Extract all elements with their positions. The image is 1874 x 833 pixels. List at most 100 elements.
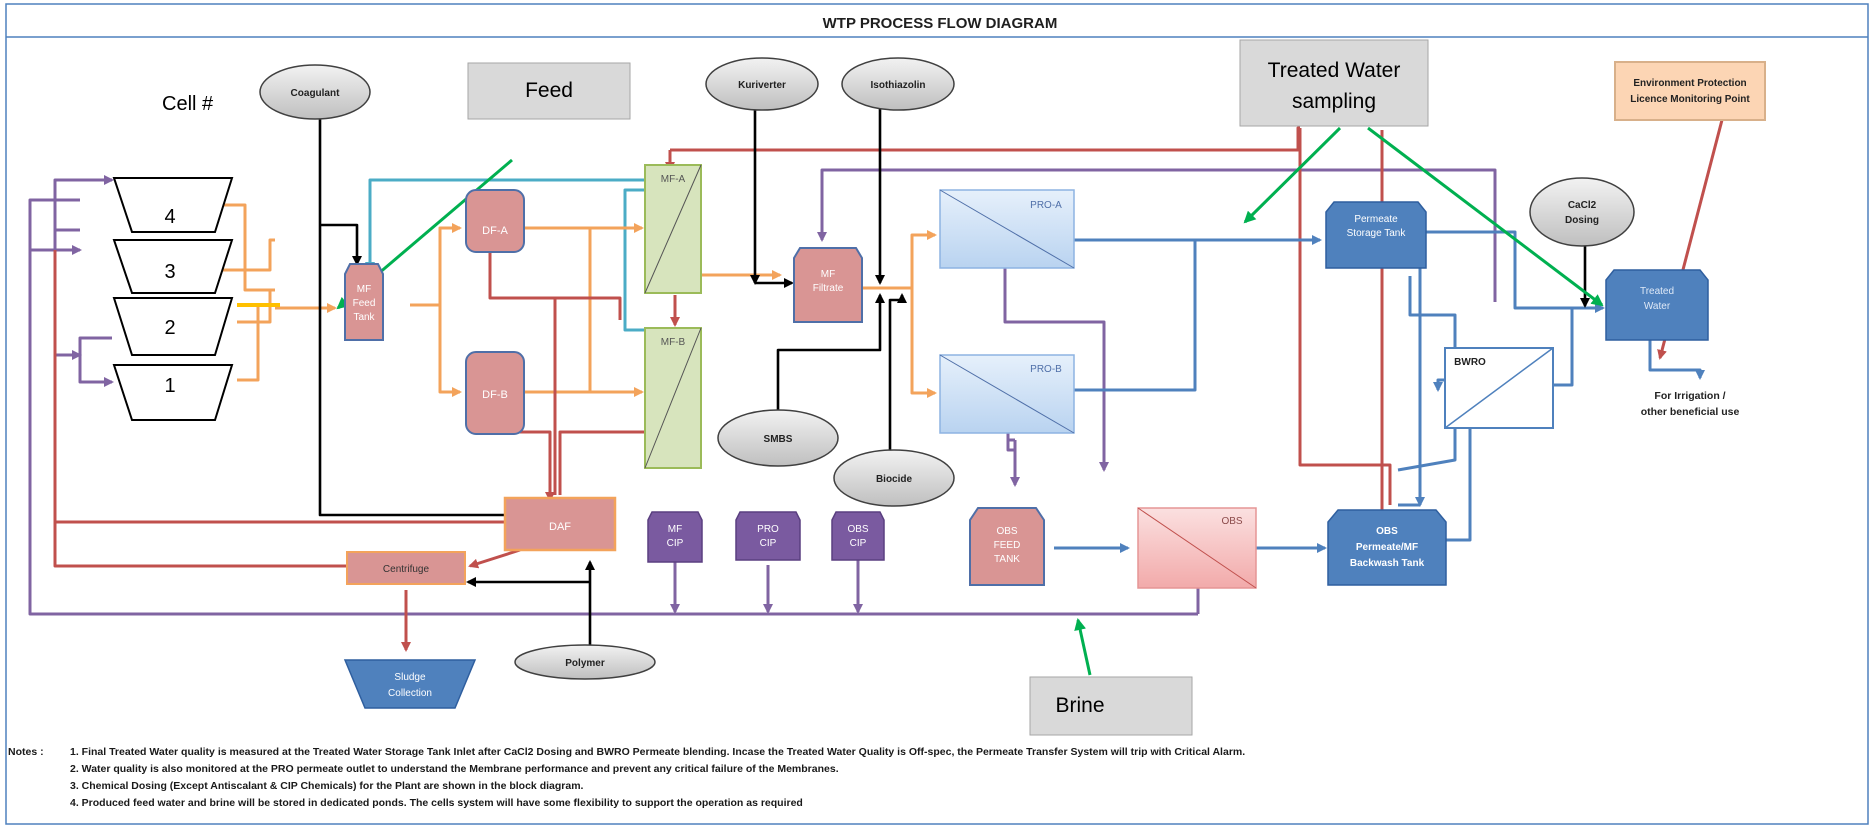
treated-sampling-label-1: Treated Water bbox=[1268, 59, 1401, 82]
treated-sampling-callout bbox=[1239, 39, 1429, 127]
sludge-collection bbox=[343, 659, 477, 709]
obs-label: OBS bbox=[1221, 516, 1242, 527]
mf-filtrate-label-1: MF bbox=[821, 269, 835, 280]
cell-1-number: 1 bbox=[164, 375, 175, 397]
epl-monitoring-point bbox=[1614, 61, 1766, 121]
obs-permeate-label-2: Permeate/MF bbox=[1356, 542, 1418, 553]
note-4: 4. Produced feed water and brine will be… bbox=[70, 797, 803, 809]
obs-cip-label-1: OBS bbox=[847, 524, 868, 535]
cells-group bbox=[112, 177, 234, 421]
obs-permeate-label-3: Backwash Tank bbox=[1350, 558, 1425, 569]
mf-a-diagonal bbox=[644, 164, 702, 294]
cacl2-dosing bbox=[1529, 177, 1635, 247]
note-3: 3. Chemical Dosing (Except Antiscalant &… bbox=[70, 780, 584, 792]
mf-feed-tank bbox=[344, 263, 384, 341]
note-1: 1. Final Treated Water quality is measur… bbox=[70, 746, 1246, 758]
df-a-label: DF-A bbox=[482, 225, 508, 237]
treated-water-label-1: Treated bbox=[1640, 286, 1674, 297]
biocide-dosing bbox=[833, 449, 955, 507]
isothiazolin-label: Isothiazolin bbox=[871, 80, 926, 91]
obs-feed-tank-label-3: TANK bbox=[994, 554, 1020, 565]
kuriverter-label: Kuriverter bbox=[738, 80, 786, 91]
cell-4-number: 4 bbox=[164, 206, 175, 228]
note-2: 2. Water quality is also monitored at th… bbox=[70, 763, 839, 775]
cell-3 bbox=[112, 239, 234, 294]
cell-4 bbox=[112, 177, 234, 233]
centrifuge-unit bbox=[346, 551, 466, 585]
mf-feed-tank-label-2: Feed bbox=[353, 298, 376, 309]
pro-cip-label-2: CIP bbox=[760, 538, 777, 549]
notes-label: Notes : bbox=[8, 746, 44, 758]
pro-a-diagonal bbox=[939, 189, 1075, 269]
cacl2-label-line2: Dosing bbox=[1565, 215, 1599, 226]
brine-callout-label: Brine bbox=[1055, 694, 1104, 717]
cell-label: Cell # bbox=[162, 93, 214, 115]
sludge-label-2: Collection bbox=[388, 688, 432, 699]
smbs-dosing bbox=[717, 409, 839, 467]
brine-return-lines bbox=[28, 168, 1497, 616]
irrigation-label-2: other beneficial use bbox=[1641, 406, 1740, 418]
polymer-label: Polymer bbox=[565, 658, 605, 669]
irrigation-label-1: For Irrigation / bbox=[1654, 390, 1725, 402]
mf-a-label: MF-A bbox=[661, 174, 686, 185]
bwro-diagonal bbox=[1444, 347, 1554, 429]
mf-feed-tank-label-3: Tank bbox=[353, 312, 375, 323]
outer-frame bbox=[5, 3, 1869, 825]
obs-feed-tank bbox=[969, 507, 1045, 586]
coagulant-dosing bbox=[259, 64, 371, 120]
isothiazolin-dosing bbox=[841, 57, 955, 111]
polymer-dosing bbox=[514, 644, 656, 680]
centrifuge-label: Centrifuge bbox=[383, 564, 430, 575]
pro-b-diagonal bbox=[939, 354, 1075, 434]
cell-2 bbox=[112, 297, 234, 356]
biocide-label: Biocide bbox=[876, 474, 913, 485]
permeate-storage-label-2: Storage Tank bbox=[1347, 228, 1407, 239]
obs-feed-tank-label-2: FEED bbox=[994, 540, 1021, 551]
feed-callout bbox=[467, 62, 631, 120]
df-b-label: DF-B bbox=[482, 389, 508, 401]
obs-cip-tank bbox=[831, 511, 885, 561]
permeate-storage-label-1: Permeate bbox=[1354, 214, 1398, 225]
obs-permeate-label-1: OBS bbox=[1376, 526, 1398, 537]
mf-filtrate-tank bbox=[793, 247, 863, 323]
brine-callout bbox=[1029, 676, 1193, 736]
cell-2-number: 2 bbox=[164, 317, 175, 339]
obs-feed-tank-label-1: OBS bbox=[996, 526, 1017, 537]
epl-label-2: Licence Monitoring Point bbox=[1630, 94, 1750, 105]
pro-b-label: PRO-B bbox=[1030, 364, 1062, 375]
obs-diagonal bbox=[1137, 507, 1257, 589]
dosing-lines bbox=[318, 100, 1590, 650]
treated-water-tank bbox=[1605, 269, 1709, 341]
sludge-label-1: Sludge bbox=[394, 672, 426, 683]
mf-b-diagonal bbox=[644, 327, 702, 469]
pro-cip-tank bbox=[735, 511, 801, 561]
mf-feed-tank-label-1: MF bbox=[357, 284, 371, 295]
cell-1 bbox=[112, 364, 234, 421]
permeate-storage-tank bbox=[1325, 201, 1427, 269]
df-a-unit bbox=[465, 189, 525, 253]
mf-cip-label-2: CIP bbox=[667, 538, 684, 549]
mf-cip-label-1: MF bbox=[668, 524, 682, 535]
daf-unit bbox=[503, 496, 617, 552]
kuriverter-dosing bbox=[705, 57, 819, 111]
treated-sampling-label-2: sampling bbox=[1292, 90, 1376, 113]
pro-cip-label-1: PRO bbox=[757, 524, 779, 535]
feed-callout-label: Feed bbox=[525, 79, 573, 102]
daf-label: DAF bbox=[549, 521, 571, 533]
obs-permeate-backwash-tank bbox=[1327, 509, 1447, 586]
coagulant-label: Coagulant bbox=[291, 88, 341, 99]
cell-3-number: 3 bbox=[164, 261, 175, 283]
permeate-lines bbox=[1054, 230, 1705, 553]
mf-b-label: MF-B bbox=[661, 337, 686, 348]
df-b-unit bbox=[465, 351, 525, 435]
mf-filtrate-label-2: Filtrate bbox=[813, 283, 844, 294]
treated-water-label-2: Water bbox=[1644, 301, 1671, 312]
cacl2-label-line1: CaCl2 bbox=[1568, 200, 1597, 211]
epl-label-1: Environment Protection bbox=[1633, 78, 1746, 89]
bwro-label: BWRO bbox=[1454, 357, 1486, 368]
feed-lines bbox=[217, 203, 937, 398]
smbs-label: SMBS bbox=[764, 434, 793, 445]
obs-cip-label-2: CIP bbox=[850, 538, 867, 549]
